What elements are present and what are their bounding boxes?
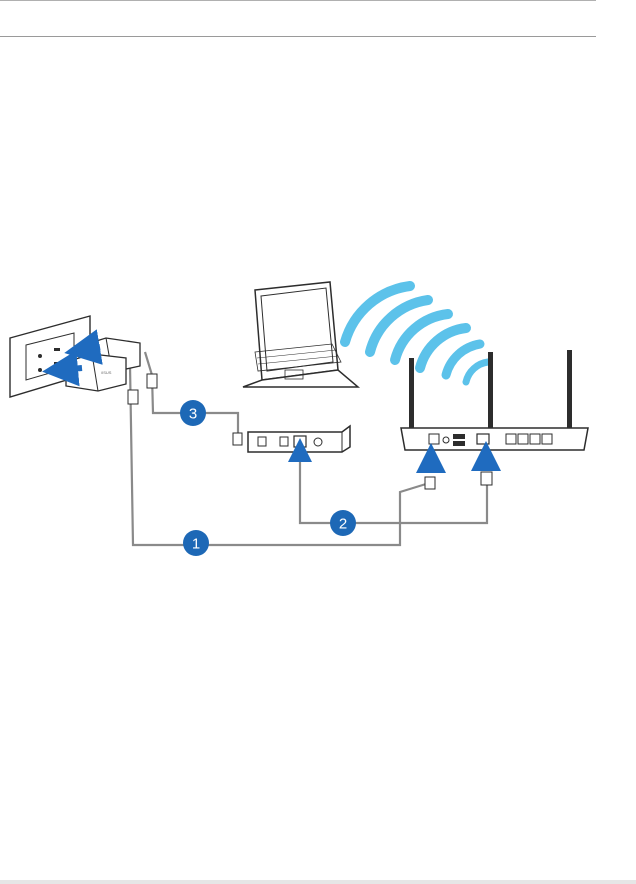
header-top-rule xyxy=(0,0,596,1)
power-adapter-router: /ISUS xyxy=(66,354,126,391)
wireless-router xyxy=(401,350,588,450)
plug-in-arrow xyxy=(82,347,100,350)
step-badge-2: 2 xyxy=(330,510,356,536)
cable-ferrite xyxy=(147,374,157,388)
ethernet-cable xyxy=(300,458,487,523)
header-bottom-rule xyxy=(0,36,596,37)
power-cable xyxy=(130,365,426,545)
step-number-2: 2 xyxy=(339,516,347,533)
adapter-brand-label: /ISUS xyxy=(101,370,112,375)
step-badge-3: 3 xyxy=(180,400,206,426)
network-connection-diagram: /ISUS xyxy=(0,270,636,560)
router-power-plug xyxy=(425,477,435,489)
modem-power-plug xyxy=(233,433,242,445)
modem-power-cable xyxy=(145,352,238,440)
step-badge-1: 1 xyxy=(183,530,209,556)
plug-in-arrow xyxy=(60,368,82,370)
footer-bar xyxy=(0,880,636,884)
wifi-signal-icon xyxy=(345,286,488,382)
router-antenna xyxy=(488,352,493,428)
router-usb-port xyxy=(453,441,465,446)
step-number-3: 3 xyxy=(189,406,197,423)
router-usb-port xyxy=(453,434,465,439)
router-antenna xyxy=(567,350,572,428)
step-number-1: 1 xyxy=(192,536,200,553)
router-antenna xyxy=(409,358,414,428)
laptop xyxy=(243,282,358,387)
cable-ferrite xyxy=(128,390,138,404)
modem xyxy=(248,426,350,452)
router-ethernet-plug xyxy=(481,472,492,485)
